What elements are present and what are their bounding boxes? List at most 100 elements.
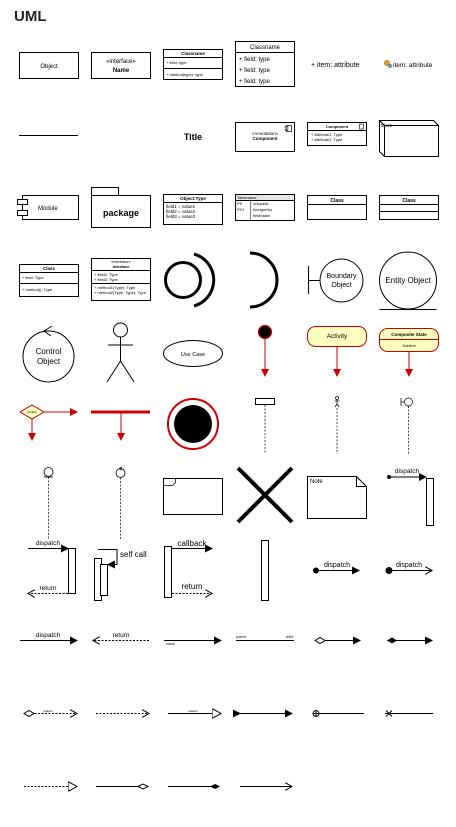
component2-icon [359, 123, 364, 130]
control-object-shape[interactable]: Control Object [22, 325, 75, 383]
object-type-field2: field2 = value2 [166, 209, 196, 214]
item-attribute-icon-shape[interactable]: item: attribute [384, 60, 433, 69]
association-parent-child-shape[interactable]: parent child [236, 635, 294, 641]
package-shape[interactable]: package [91, 187, 151, 228]
association-filled-diamond-shape[interactable] [168, 784, 220, 789]
block-shape[interactable]: Block [379, 120, 439, 157]
use-case-label: Use Case [181, 352, 205, 358]
lifeline-actor-shape[interactable] [334, 396, 340, 455]
final-state-shape[interactable] [167, 398, 219, 450]
dispatch-label-2: dispatch [36, 540, 61, 547]
note-label: Note [310, 479, 323, 485]
lifeline-entity-shape[interactable] [43, 467, 54, 540]
destroy-shape[interactable] [236, 466, 294, 524]
message-arrow-shape[interactable]: dispatch [20, 632, 78, 645]
return-arrow-shape[interactable]: return [93, 632, 149, 641]
entity-object-shape[interactable]: Entity Object [379, 251, 437, 310]
callback-label: callback [178, 539, 208, 548]
dispatch-label-3: dispatch [324, 562, 350, 569]
return-label-2: return [182, 582, 203, 591]
boundary-label-2: Object [331, 282, 351, 289]
class-shape-5[interactable]: Class + field: Type + method(): Type [19, 264, 79, 297]
composite-state-label: Composite State [391, 332, 427, 337]
component-stereotype: «Annotation» [252, 131, 279, 136]
class-shape-3[interactable]: Class [307, 195, 367, 220]
interface2-field2: + field2: Type [94, 277, 119, 282]
class-method: + method(type): type [166, 72, 204, 77]
relation-shape-2[interactable]: relation [168, 709, 221, 714]
activation-dispatch-shape[interactable]: dispatch [387, 468, 434, 526]
object-shape[interactable]: Object [19, 52, 79, 79]
lifeline-control-shape[interactable] [115, 466, 126, 539]
required-interface-shape[interactable] [249, 251, 279, 309]
component2-attr1: + Attribute1: Type [311, 132, 343, 137]
association-named-shape[interactable]: name [164, 636, 222, 647]
class-shape-2[interactable]: Classname + field: type + field: type + … [235, 41, 295, 87]
module-label: Module [38, 206, 58, 212]
found-message-open-shape[interactable]: dispatch [385, 562, 433, 574]
dispatch-return-shape[interactable]: dispatch return [28, 540, 76, 594]
title-shape[interactable]: Title [184, 132, 202, 142]
name-label: name [166, 642, 175, 646]
object-type-name: Object:Type [180, 196, 206, 201]
composite-state-subline: Subline [402, 343, 416, 348]
initial-state-shape[interactable] [257, 324, 273, 377]
containment-shape[interactable] [312, 710, 364, 717]
lifeline-boundary-shape[interactable] [400, 397, 413, 454]
interface2-stereotype: «interface» [111, 259, 132, 264]
object-type-shape[interactable]: Object:Type field1 = value1 field2 = val… [163, 194, 223, 225]
note-shape[interactable]: Note [307, 476, 367, 519]
use-case-shape[interactable]: Use Case [163, 340, 223, 367]
cross-end-shape[interactable] [385, 710, 433, 717]
activation-bar-shape[interactable] [261, 540, 269, 601]
table-foreign-key: foreignKey [253, 207, 272, 212]
lifeline-object-shape[interactable] [255, 398, 275, 455]
fork-join-shape[interactable] [91, 410, 150, 441]
callback-shape[interactable]: callback return [164, 539, 213, 598]
decision-shape[interactable]: condition [19, 404, 78, 441]
association-open-diamond-shape[interactable] [96, 783, 150, 790]
class4-name: Class [402, 198, 416, 204]
boundary-object-shape[interactable]: Boundary Object [308, 258, 364, 303]
control-label-2: Object [37, 357, 61, 366]
activity-label: Activity [327, 333, 348, 340]
class2-field-b: + field: type [239, 68, 271, 74]
frame-shape[interactable] [163, 478, 223, 515]
class-shape-1[interactable]: Classname + field: type + method(type): … [163, 49, 223, 80]
relation-shape-1[interactable]: relation [24, 709, 77, 714]
interface-shape[interactable]: «interface» Name [91, 52, 151, 79]
dispatch-label-4: dispatch [396, 562, 422, 569]
interface-stereotype: «interface» [106, 59, 136, 65]
self-call-label: self call [120, 550, 147, 559]
item-attribute-shape[interactable]: + item: attribute [311, 62, 360, 69]
item-attribute-label: + item: attribute [311, 62, 360, 69]
table-fk: FK1 [237, 207, 245, 212]
class-name: Classname [181, 51, 205, 56]
actor-shape[interactable] [106, 322, 135, 383]
component-shape-2[interactable]: Component + Attribute1: Type + Attribute… [307, 122, 367, 146]
interface-shape-2[interactable]: «interface» Interface + field1: Type + f… [91, 258, 151, 301]
component-shape-1[interactable]: «Annotation» Component [235, 122, 295, 152]
interface-name: Name [113, 68, 130, 74]
module-shape[interactable]: Module [17, 195, 79, 220]
provided-interface-shape[interactable] [164, 252, 216, 308]
found-message-shape[interactable]: dispatch [313, 562, 360, 575]
composite-state-shape[interactable]: Composite State Subline [379, 328, 439, 377]
svg-text:relation: relation [43, 709, 53, 713]
object-type-field3: field3 = value3 [166, 214, 196, 219]
component-name: Component [253, 136, 278, 141]
component-icon [284, 125, 292, 132]
class5-field: + field: Type [22, 275, 44, 280]
class-shape-4[interactable]: Class [379, 195, 439, 220]
gear-icon [384, 60, 393, 69]
svg-text:relation: relation [188, 709, 198, 713]
class-field: + field: type [166, 60, 187, 65]
activity-shape[interactable]: Activity [307, 326, 367, 377]
entity-label: Entity Object [385, 276, 431, 285]
component2-attr2: + Attribute2: Type [311, 137, 343, 142]
class3-name: Class [330, 198, 344, 204]
self-call-shape[interactable]: self call [94, 549, 147, 601]
table-shape[interactable]: Tablename PK FK1 uniqueId foreignKey fie… [235, 194, 295, 221]
svg-text:condition: condition [27, 411, 38, 414]
